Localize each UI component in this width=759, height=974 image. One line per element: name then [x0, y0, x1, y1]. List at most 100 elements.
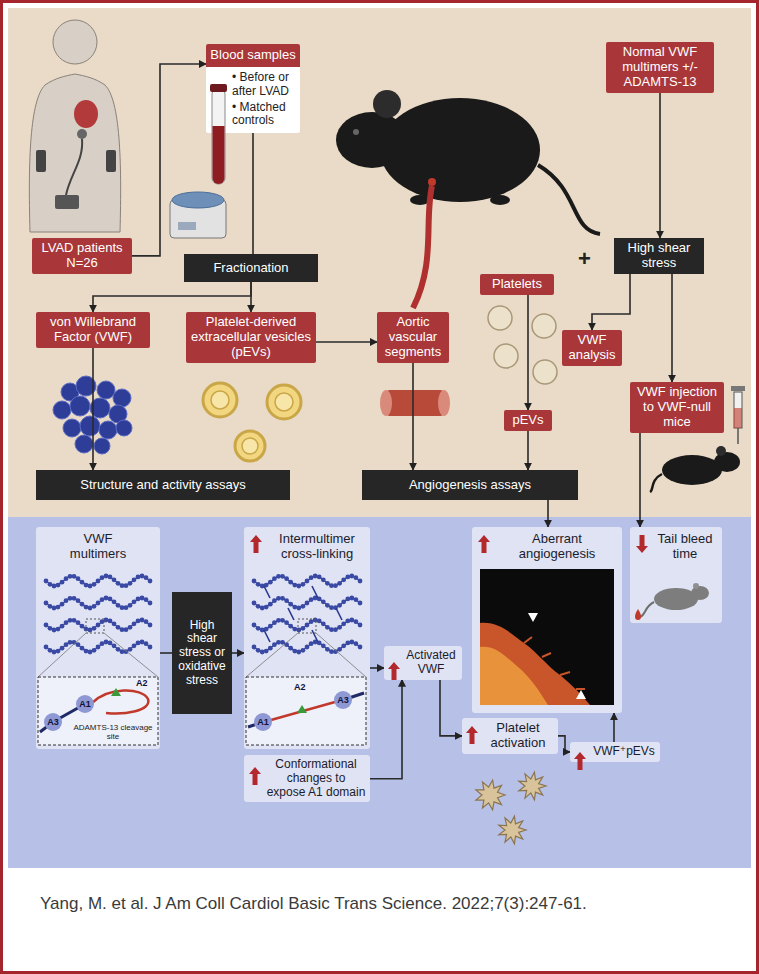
node-art — [301, 582, 306, 587]
node-art — [272, 620, 277, 625]
node-art — [144, 597, 149, 602]
citation-caption: Yang, M. et al. J Am Coll Cardiol Basic … — [40, 893, 730, 916]
stress-box: High shear stress or oxidative stress — [172, 592, 232, 714]
platelets — [494, 344, 518, 368]
node-art — [128, 625, 133, 630]
sample-box: pEVs — [504, 410, 552, 431]
node-art — [298, 619, 316, 633]
node-art — [254, 598, 360, 608]
node-art — [337, 603, 342, 608]
node-art — [72, 574, 77, 579]
node-art — [76, 620, 81, 625]
node-art — [60, 602, 65, 607]
node-art — [268, 624, 273, 629]
node-art — [292, 649, 297, 654]
node-text: A1 — [257, 717, 269, 727]
node-art — [272, 598, 277, 603]
node-art — [96, 579, 101, 584]
patient-box: LVAD patients N=26 — [32, 238, 132, 274]
syringe — [737, 428, 739, 444]
node-art — [144, 641, 149, 646]
node-art — [256, 582, 261, 587]
plus-sign: + — [578, 246, 591, 271]
node-art — [354, 575, 359, 580]
connector-arrow — [558, 736, 570, 752]
node-art — [132, 577, 137, 582]
patient-figure — [106, 150, 116, 172]
node-art — [256, 604, 261, 609]
node-art — [297, 705, 307, 713]
vwf-blob — [94, 438, 110, 454]
mouse — [490, 195, 510, 205]
node-art — [288, 608, 294, 620]
node-art — [46, 642, 150, 652]
node-art — [272, 576, 277, 581]
connector-arrow — [232, 652, 244, 654]
node-text: Fractionation — [188, 261, 314, 276]
node-text: High shear stress or oxidative stress — [176, 619, 228, 688]
node-art — [128, 581, 133, 586]
node-art — [86, 619, 104, 633]
vwf-blob — [70, 396, 90, 416]
node-art — [104, 640, 109, 645]
node-art — [305, 623, 310, 628]
node-art — [693, 583, 699, 589]
node-art — [336, 608, 342, 620]
node-art — [116, 647, 121, 652]
patient-figure — [55, 195, 79, 209]
node-art — [213, 126, 225, 184]
patient-figure — [36, 150, 46, 172]
small-mouse — [714, 452, 740, 472]
node-art — [301, 604, 306, 609]
node-text: High shear stress — [618, 241, 700, 271]
node-art — [284, 598, 289, 603]
node-art — [104, 574, 109, 579]
syringe — [731, 386, 745, 444]
connector-arrow — [160, 652, 172, 654]
node-text: Intermultimer cross-linking — [268, 532, 366, 562]
node-text: VWF injection to VWF-null mice — [634, 385, 720, 430]
node-art — [354, 641, 359, 646]
node-art — [313, 574, 318, 579]
node-art — [312, 630, 318, 642]
node-art — [349, 640, 354, 645]
connector-arrow — [440, 680, 462, 736]
node-art — [325, 581, 330, 586]
vwf-blob — [116, 420, 132, 436]
node-art — [260, 628, 265, 633]
connector-arrow — [659, 93, 661, 238]
node-art — [288, 602, 293, 607]
node-art — [325, 603, 330, 608]
node-art — [108, 641, 113, 646]
node-art — [256, 648, 261, 653]
finding-box: Conformational changes to expose A1 doma… — [244, 755, 370, 802]
node-art — [301, 626, 306, 631]
connector-arrow — [250, 282, 252, 312]
node-art — [260, 650, 265, 655]
assay-box: Angiogenesis assays — [362, 470, 578, 500]
node-art — [60, 624, 65, 629]
node-art — [305, 601, 310, 606]
node-art — [56, 649, 61, 654]
node-art — [212, 88, 225, 184]
node-art — [60, 646, 65, 651]
vwf-blob — [63, 419, 81, 437]
node-art — [108, 619, 113, 624]
connector-arrow — [252, 133, 254, 254]
node-art — [358, 645, 363, 650]
node-art — [112, 599, 117, 604]
node-text: A1 — [79, 699, 91, 709]
node-art — [349, 596, 354, 601]
node-art — [136, 641, 141, 646]
node-art — [309, 641, 314, 646]
node-art — [280, 640, 285, 645]
mouse — [336, 112, 408, 168]
node-art — [252, 645, 257, 650]
node-art — [60, 580, 65, 585]
node-art — [284, 576, 289, 581]
connector-arrow — [527, 295, 529, 410]
node-art — [92, 582, 97, 587]
vwf-blob — [97, 381, 115, 399]
node-art — [268, 602, 273, 607]
